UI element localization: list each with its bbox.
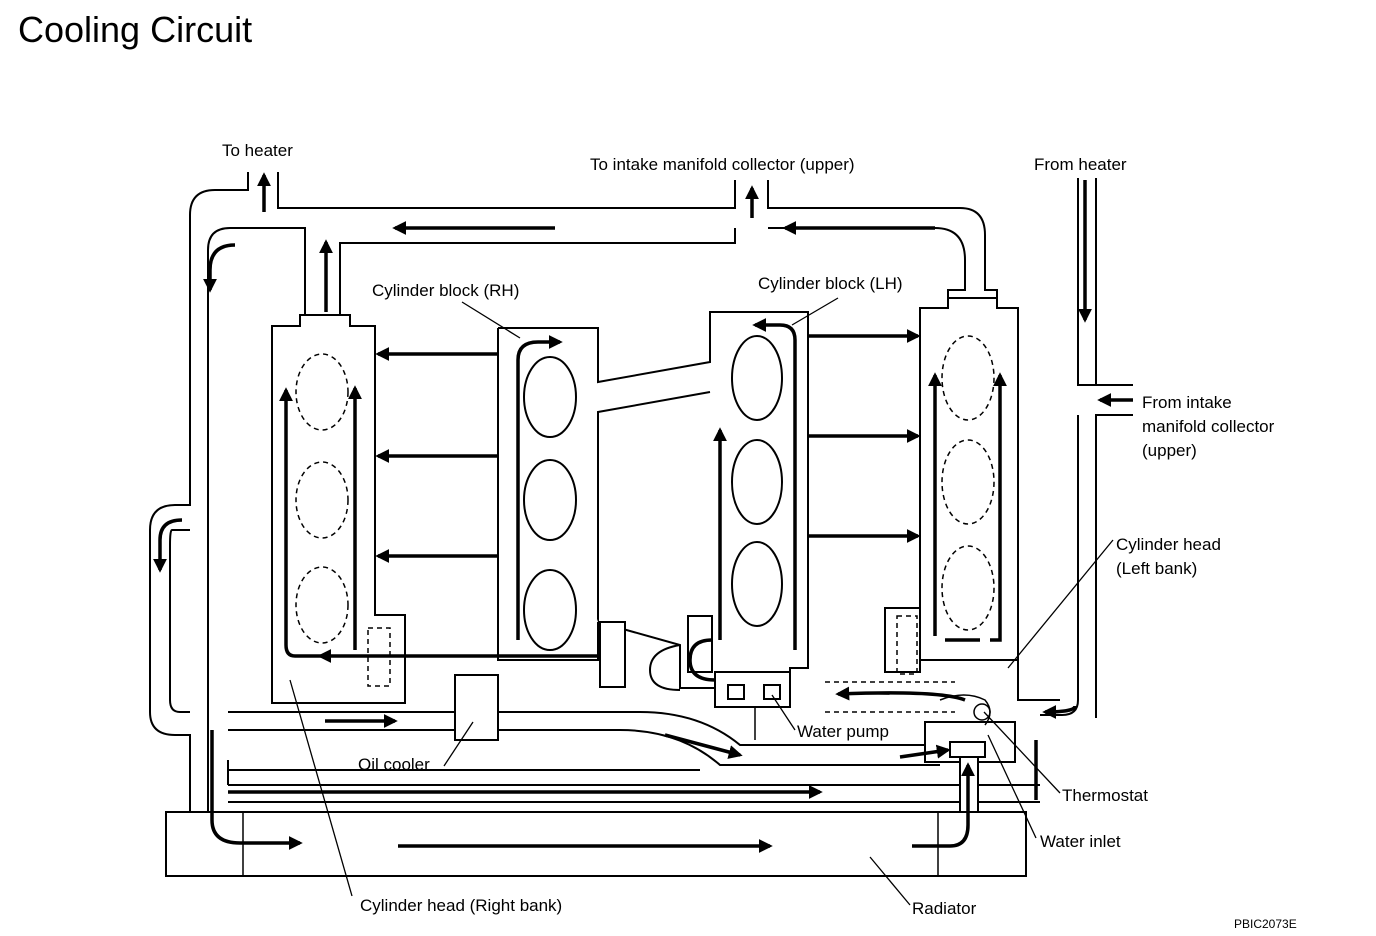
- pipe-network: [149, 172, 1133, 812]
- label-to-heater: To heater: [222, 141, 293, 160]
- label-cyl-head-right: Cylinder head (Right bank): [360, 896, 562, 915]
- label-oil-cooler: Oil cooler: [358, 755, 430, 774]
- label-water-inlet: Water inlet: [1040, 832, 1121, 851]
- label-water-pump: Water pump: [797, 722, 889, 741]
- labels: To heater To intake manifold collector (…: [222, 141, 1297, 931]
- label-to-intake: To intake manifold collector (upper): [590, 155, 855, 174]
- cylinder-block-lh: [648, 335, 783, 691]
- label-from-intake-2: manifold collector: [1142, 417, 1275, 436]
- cylinder-block-rh: [497, 311, 809, 689]
- cylinder-head-left-bank: [884, 297, 1019, 675]
- label-cyl-block-lh: Cylinder block (LH): [758, 274, 903, 293]
- diagram-title: Cooling Circuit: [18, 9, 252, 50]
- flow-arrows: [153, 172, 1133, 853]
- label-from-intake-3: (upper): [1142, 441, 1197, 460]
- label-cyl-block-rh: Cylinder block (RH): [372, 281, 519, 300]
- label-from-intake-1: From intake: [1142, 393, 1232, 412]
- label-thermostat: Thermostat: [1062, 786, 1148, 805]
- label-radiator: Radiator: [912, 899, 977, 918]
- lower-gallery: [227, 711, 940, 785]
- radiator: [165, 784, 1040, 877]
- label-cyl-head-left-2: (Left bank): [1116, 559, 1197, 578]
- water-pump: [714, 671, 791, 740]
- thermostat-housing: [825, 681, 1016, 813]
- leader-lines: [289, 297, 1114, 906]
- oil-cooler: [454, 674, 499, 741]
- figure-code: PBIC2073E: [1234, 917, 1297, 931]
- label-cyl-head-left-1: Cylinder head: [1116, 535, 1221, 554]
- label-from-heater: From heater: [1034, 155, 1127, 174]
- cylinder-head-right-bank: [271, 314, 406, 704]
